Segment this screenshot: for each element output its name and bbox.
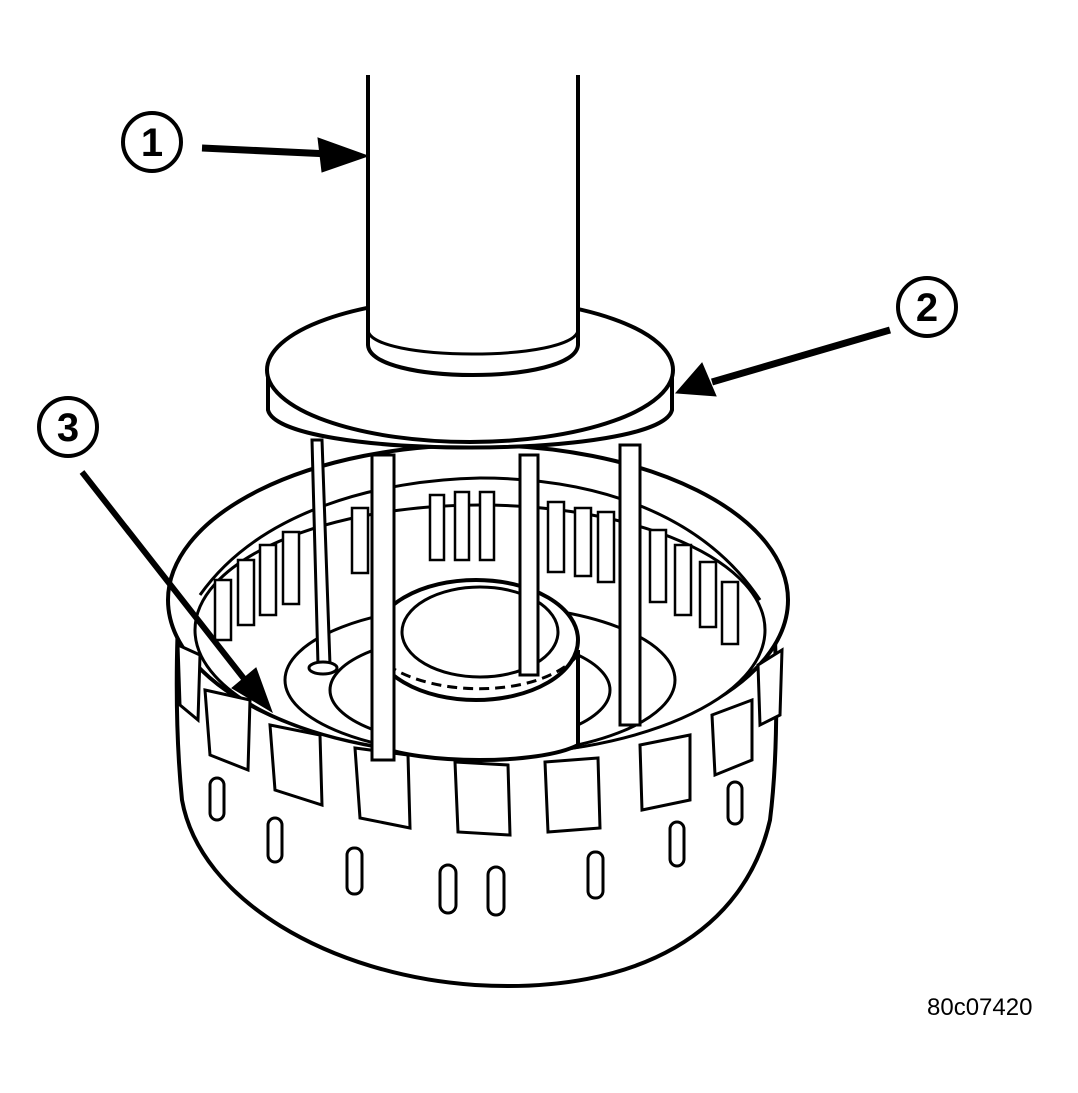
callout-2: 2	[896, 276, 958, 338]
callout-3-circle	[37, 396, 99, 458]
inner-splines	[213, 490, 740, 646]
figure-id: 80c07420	[927, 994, 1033, 1021]
press-shaft	[366, 75, 580, 377]
callout-2-label: 2	[916, 286, 938, 330]
leader-arrows	[79, 137, 891, 714]
tool-pins	[307, 438, 642, 762]
hub-gear	[372, 578, 580, 762]
drum-slots	[208, 776, 744, 917]
callout-1-label: 1	[141, 121, 163, 165]
callout-2-circle	[896, 276, 958, 338]
callout-1: 1	[121, 111, 183, 173]
callout-3-label: 3	[57, 406, 79, 450]
callout-1-circle	[121, 111, 183, 173]
callout-3: 3	[37, 396, 99, 458]
